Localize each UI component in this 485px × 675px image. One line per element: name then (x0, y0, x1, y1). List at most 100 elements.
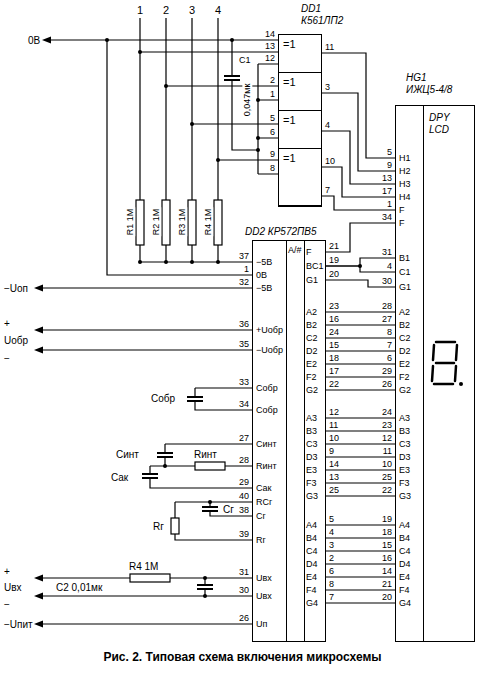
pin-name: G2 (305, 385, 319, 395)
resistor-symbol (188, 200, 196, 245)
pin-number: 18 (328, 353, 340, 363)
signal-label: Cак (110, 472, 129, 483)
node-text: К561ЛП2 (301, 15, 343, 27)
signal-label: − (3, 599, 11, 610)
junction-dot (256, 98, 260, 102)
lcd-digit-point (459, 382, 463, 386)
pin-number: 4 (386, 261, 393, 271)
pin-number: 29 (238, 477, 250, 487)
wire-connector (326, 389, 395, 390)
pin-number: 27 (238, 433, 250, 443)
junction-dot (190, 122, 194, 126)
signal-label: Cг (222, 504, 235, 515)
pin-name: A4 (398, 520, 411, 530)
wire-connector (326, 337, 395, 338)
pin-number: 4 (328, 527, 335, 537)
wire-connector (322, 167, 395, 197)
pin-name: E4 (305, 572, 318, 582)
junction-dot (216, 260, 220, 264)
pin-number: 21 (381, 579, 393, 589)
resistor-label: R1 1M (125, 208, 135, 237)
pin-name: C3 (398, 439, 412, 449)
pin-name: G2 (398, 385, 412, 395)
pin-name: H3 (398, 179, 412, 189)
pin-name: E4 (398, 572, 411, 582)
signal-label: Rинт (193, 449, 218, 460)
pin-number: 18 (381, 527, 393, 537)
pin-number: 26 (238, 613, 250, 623)
pin-name: F4 (305, 585, 318, 595)
pin-name: C2 (305, 333, 319, 343)
wire-connector (326, 563, 395, 564)
pin-number: 20 (328, 269, 340, 279)
wire-connector (326, 495, 395, 496)
junction-dot (163, 464, 167, 468)
pin-name: G1 (305, 275, 319, 285)
wire-connector (326, 537, 395, 538)
pin-number: 30 (238, 585, 250, 595)
resistor-label: R4 1M (203, 208, 213, 237)
pin-number: 23 (328, 301, 340, 311)
pin-number: 9 (386, 160, 393, 170)
pin-number: 22 (328, 379, 340, 389)
signal-label: −Uоп (3, 283, 29, 294)
pin-name: −Uобр (255, 345, 284, 355)
input-number: 3 (188, 4, 196, 16)
pin-number: 14 (264, 29, 276, 39)
pin-name: E2 (398, 359, 411, 369)
pin-number: 1 (243, 264, 250, 274)
pin-number: 34 (381, 212, 393, 222)
pin-name: B2 (398, 320, 411, 330)
junction-dot (216, 158, 220, 162)
pin-name: −5В (255, 257, 273, 267)
pin-number: 16 (381, 553, 393, 563)
pin-name: B3 (305, 426, 318, 436)
junction-dot (164, 260, 168, 264)
pin-number: 31 (238, 567, 250, 577)
pin-name: B3 (398, 426, 411, 436)
resistor-label: R3 1M (177, 208, 187, 237)
input-number: 1 (136, 4, 144, 16)
pin-number: 12 (381, 433, 393, 443)
terminal-arrow (34, 575, 43, 582)
wire-connector (326, 524, 395, 525)
pin-number: 15 (328, 340, 340, 350)
pin-name: G3 (305, 491, 319, 501)
pin-name: A3 (398, 413, 411, 423)
pin-number: 1 (386, 199, 393, 209)
pin-name: Rинт (255, 461, 278, 471)
signal-label: + (3, 318, 11, 329)
resistor-symbol (195, 462, 225, 470)
pin-number: 13 (264, 41, 276, 51)
wire-connector (326, 482, 395, 483)
pin-name: C1 (398, 267, 412, 277)
pin-name: G4 (398, 598, 412, 608)
pin-number: 7 (386, 340, 393, 350)
terminal-label: 0В (27, 35, 41, 46)
pin-number: 10 (328, 433, 340, 443)
pin-name: D4 (398, 559, 412, 569)
wire-connector (326, 469, 395, 470)
wire-connector (326, 430, 395, 431)
pin-number: 16 (328, 314, 340, 324)
pin-number: 19 (328, 255, 340, 265)
logic-gate: =1 (278, 72, 322, 111)
pin-number: 6 (269, 127, 276, 137)
resistor-symbol (162, 200, 170, 245)
pin-number: 3 (328, 540, 335, 550)
pin-name: A2 (305, 307, 318, 317)
node-text: ИЖЦ5-4/8 (406, 84, 452, 96)
wire-connector (326, 417, 395, 418)
column-divider (286, 241, 287, 641)
terminal-arrow (34, 347, 43, 354)
pin-name: A3 (305, 413, 318, 423)
pin-number: 5 (386, 147, 393, 157)
pin-name: D2 (398, 346, 412, 356)
pin-name: B2 (305, 320, 318, 330)
pin-name: Uп (255, 619, 268, 629)
pin-number: 40 (238, 491, 250, 501)
pin-number: 11 (328, 420, 339, 430)
pin-name: F (398, 205, 406, 215)
signal-label: Uвх (3, 582, 23, 593)
